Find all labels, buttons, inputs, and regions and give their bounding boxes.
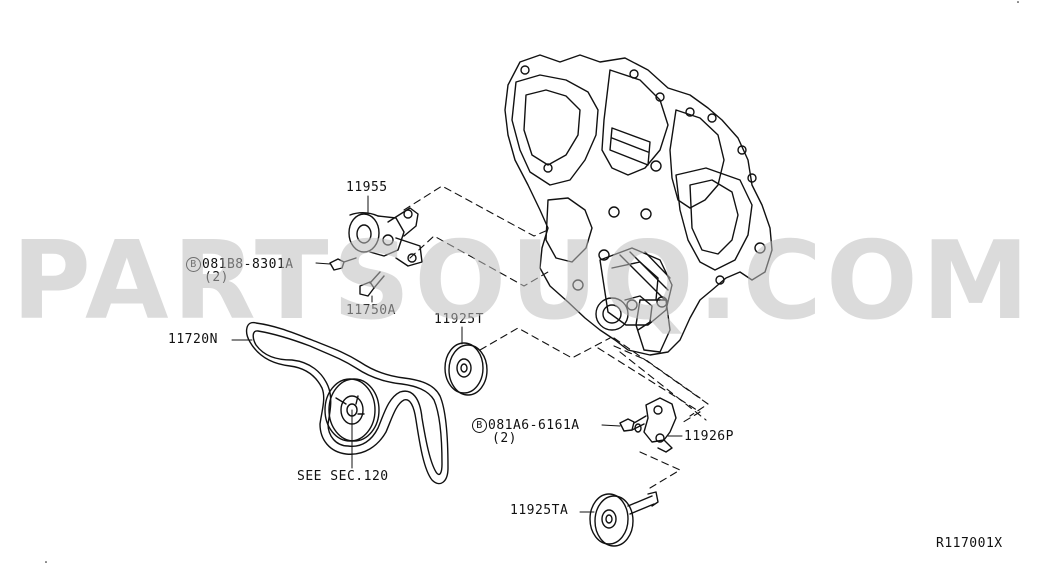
label-11925ta[interactable]: 11925TA bbox=[510, 503, 569, 518]
bracket-11926p bbox=[643, 397, 677, 453]
label-11926p[interactable]: 11926P bbox=[684, 429, 734, 444]
corner-dot bbox=[1017, 1, 1019, 3]
label-see-sec-120[interactable]: SEE SEC.120 bbox=[297, 469, 389, 484]
bolt-081a6 bbox=[619, 415, 647, 433]
label-081b8-8301a-text: 081B8-8301A bbox=[202, 257, 294, 272]
label-11720n[interactable]: 11720N bbox=[168, 332, 218, 347]
bolt-081b8 bbox=[329, 257, 357, 271]
label-081b8-qty: (2) bbox=[204, 270, 229, 285]
diagram-reference-code: R117001X bbox=[936, 536, 1003, 551]
idler-pulley-11925t bbox=[444, 342, 488, 396]
leader-lines-dashed bbox=[403, 185, 709, 489]
label-081a6-qty: (2) bbox=[492, 431, 517, 446]
tensioner-assembly bbox=[348, 207, 423, 267]
label-081a6-6161a-text: 081A6-6161A bbox=[488, 418, 580, 433]
idler-pulley-11925ta bbox=[589, 491, 659, 547]
leader-lines bbox=[231, 195, 683, 513]
drive-belt-11720n bbox=[245, 321, 449, 485]
label-11925t[interactable]: 11925T bbox=[434, 312, 484, 327]
bolt-type-b-marker: B bbox=[472, 418, 487, 433]
label-11955[interactable]: 11955 bbox=[346, 180, 388, 195]
bolt-11750a bbox=[359, 271, 385, 297]
corner-dot bbox=[45, 561, 47, 563]
bolt-type-b-marker: B bbox=[186, 257, 201, 272]
label-11750a[interactable]: 11750A bbox=[346, 303, 396, 318]
engine-front-cover bbox=[504, 54, 773, 356]
